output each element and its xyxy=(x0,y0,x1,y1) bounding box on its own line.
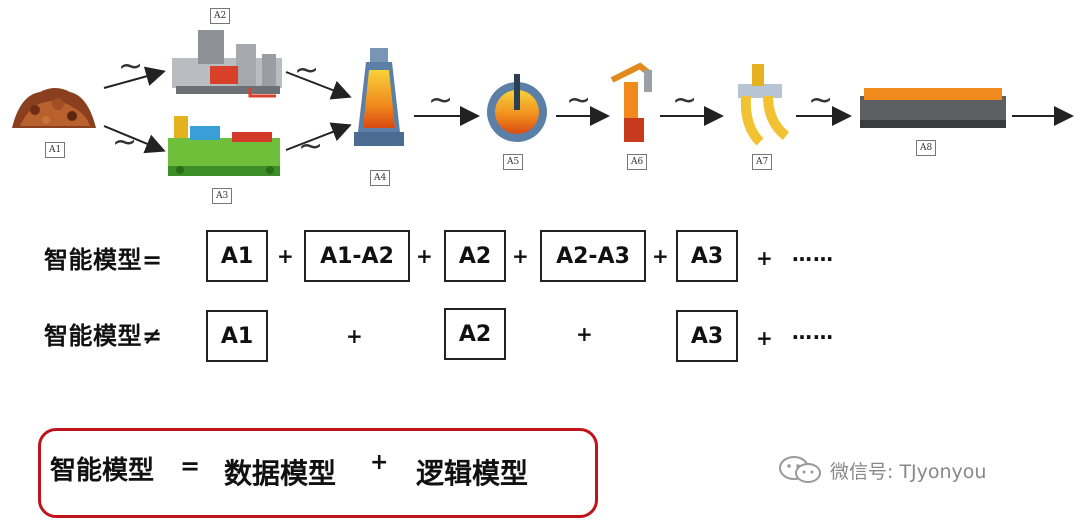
tilde-mark: ~ xyxy=(298,129,324,164)
formula-box-a1-a2: A1-A2 xyxy=(304,230,410,282)
plus-sign: + xyxy=(512,244,529,268)
tilde-mark: ~ xyxy=(118,49,144,84)
plus-sign: + xyxy=(277,244,294,268)
ladle-furnace-icon xyxy=(610,62,652,142)
ellipsis: …… xyxy=(792,320,834,344)
process-flow-diagram xyxy=(12,30,1074,176)
stage-label-a7: A7 xyxy=(752,154,773,170)
tilde-mark: ~ xyxy=(112,125,138,160)
formula-box-a1: A1 xyxy=(206,230,268,282)
ore-pile-icon xyxy=(12,88,96,128)
plus-sign: + xyxy=(756,246,773,270)
stage-label-a1: A1 xyxy=(45,142,66,158)
plus-sign: + xyxy=(416,244,433,268)
converter-icon xyxy=(487,74,547,142)
formula-box-a2: A2 xyxy=(444,230,506,282)
stage-label-a2: A2 xyxy=(210,8,231,24)
pellet-plant-icon xyxy=(168,116,280,176)
summary-logic-model: 逻辑模型 xyxy=(416,457,529,490)
flow-arrows xyxy=(103,66,1074,154)
tilde-mark: ~ xyxy=(428,83,454,118)
wechat-watermark: 微信号: TJyonyou xyxy=(778,455,986,485)
continuous-caster-icon xyxy=(738,64,790,146)
rolling-mill-icon xyxy=(860,88,1006,128)
equation-notequal-title: 智能模型≠ xyxy=(44,322,163,350)
wechat-icon xyxy=(779,456,821,483)
stage-label-a5: A5 xyxy=(503,154,524,170)
plus-sign: + xyxy=(756,326,773,350)
summary-intelligent-model: 智能模型 xyxy=(50,456,155,486)
tilde-mark: ~ xyxy=(808,83,834,118)
plus-sign: + xyxy=(576,322,593,346)
summary-frame xyxy=(38,428,598,518)
equation-equal-title: 智能模型= xyxy=(44,246,163,274)
summary-plus: + xyxy=(370,450,389,475)
formula-box-a2: A2 xyxy=(444,308,506,360)
formula-box-a1: A1 xyxy=(206,310,268,362)
formula-box-a3: A3 xyxy=(676,230,738,282)
blast-furnace-icon xyxy=(354,48,404,146)
summary-data-model: 数据模型 xyxy=(224,457,337,490)
plus-sign: + xyxy=(346,324,363,348)
plus-sign: + xyxy=(652,244,669,268)
stage-label-a4: A4 xyxy=(370,170,391,186)
stage-label-a3: A3 xyxy=(212,188,233,204)
tilde-mark: ~ xyxy=(294,53,320,88)
tilde-mark: ~ xyxy=(566,83,592,118)
stage-label-a6: A6 xyxy=(627,154,648,170)
stage-label-a8: A8 xyxy=(916,140,937,156)
formula-box-a3: A3 xyxy=(676,310,738,362)
watermark-text: 微信号: TJyonyou xyxy=(830,460,987,483)
sinter-plant-icon xyxy=(172,30,282,98)
formula-box-a2-a3: A2-A3 xyxy=(540,230,646,282)
summary-equals: = xyxy=(180,452,201,480)
ellipsis: …… xyxy=(792,242,834,266)
tilde-mark: ~ xyxy=(672,83,698,118)
